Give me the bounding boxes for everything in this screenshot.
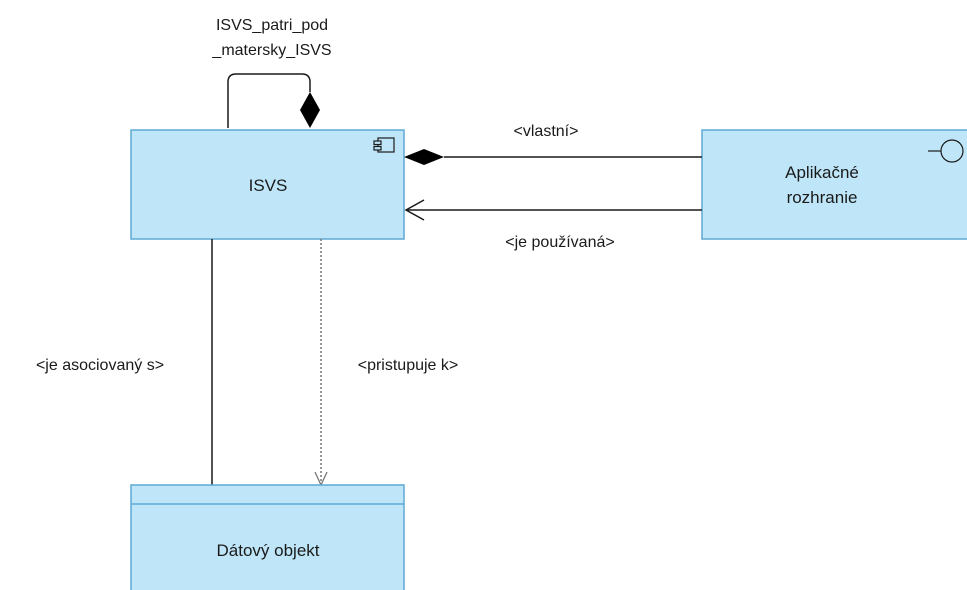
serving-label: <je používaná> bbox=[505, 234, 614, 251]
composition-relation[interactable] bbox=[404, 149, 702, 165]
application-interface-node[interactable]: Aplikačné rozhranie bbox=[701, 129, 967, 240]
association-label: <je asociovaný s> bbox=[36, 357, 164, 374]
self-composition-label-line1: ISVS_patri_pod bbox=[216, 17, 328, 34]
data-object-label: Dátový objekt bbox=[217, 541, 320, 560]
composition-diamond-icon bbox=[300, 92, 320, 128]
access-arrowhead-icon bbox=[314, 471, 328, 487]
serving-relation[interactable] bbox=[404, 199, 702, 221]
self-composition-label-line2: _matersky_ISVS bbox=[211, 42, 331, 59]
composition-diamond-icon bbox=[404, 149, 444, 165]
access-label: <pristupuje k> bbox=[358, 357, 459, 374]
composition-label: <vlastní> bbox=[514, 123, 579, 140]
data-object-node[interactable]: Dátový objekt bbox=[130, 484, 405, 590]
component-icon bbox=[373, 137, 395, 153]
interface-label-line1: Aplikačné bbox=[785, 163, 859, 182]
open-arrowhead-icon bbox=[404, 199, 425, 221]
isvs-node[interactable]: ISVS bbox=[130, 129, 405, 240]
access-relation[interactable] bbox=[314, 239, 328, 487]
interface-lollipop-icon bbox=[928, 139, 964, 163]
self-composition-relation[interactable] bbox=[227, 73, 320, 128]
isvs-label: ISVS bbox=[249, 176, 288, 195]
interface-label-line2: rozhranie bbox=[787, 188, 858, 207]
